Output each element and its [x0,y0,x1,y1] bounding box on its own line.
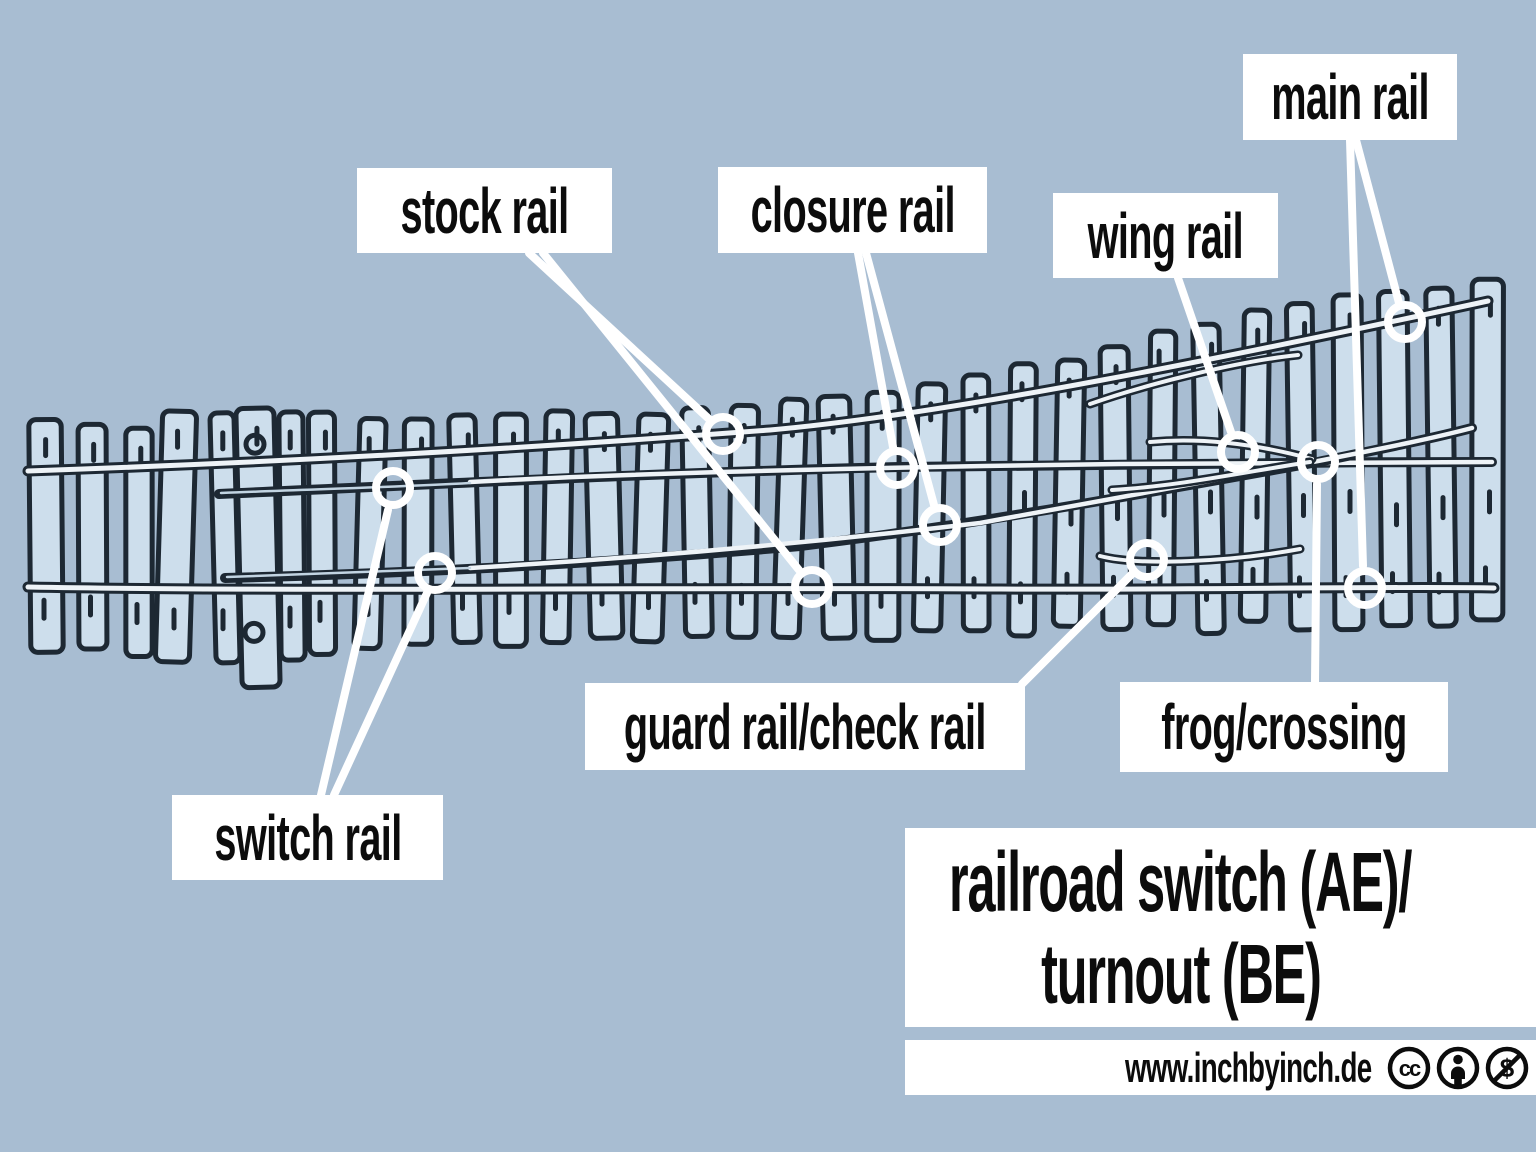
ring-switch-rail-bottom [414,552,456,594]
cc-icon: cc [1387,1046,1431,1089]
ring-frog-crossing [1297,441,1339,483]
sleeper [153,408,199,665]
sleeper [233,405,283,691]
switch-tie-hole [242,620,266,644]
label-frog-crossing-text: frog/crossing [1161,691,1407,763]
ring-guard-rail [1126,539,1168,581]
wing-rail-upper-core [1148,438,1314,461]
leader-stock-rail-top [525,249,713,423]
callout-rings [372,301,1426,609]
sleeper [123,425,155,660]
sleeper [960,372,992,634]
label-main-rail-text: main rail [1271,61,1429,133]
sleeper [26,416,66,655]
label-switch-rail-text: switch rail [213,801,402,874]
inner-rail-straight-core [467,459,1495,485]
leader-main-rail-bottom [1346,136,1367,570]
title-plate: railroad switch (AE)/ turnout (BE) [905,828,1536,1027]
ring-wing-rail [1217,431,1259,473]
leader-closure-rail-bottom [862,249,938,509]
ring-closure-rail-bottom [919,504,961,546]
ring-stock-rail-bottom [791,566,833,608]
label-closure-rail-text: closure rail [750,174,955,246]
label-guard-rail: guard rail/check rail [585,683,1025,770]
label-closure-rail: closure rail [718,167,987,253]
wing-rail-lower-core [1110,460,1312,492]
switch-blade-top [219,481,472,495]
website-url: www.inchbyinch.de [1124,1043,1371,1091]
sleeper [276,409,308,663]
label-guard-rail-text: guard rail/check rail [624,690,987,763]
page-title-line1: railroad switch (AE)/ [949,834,1412,929]
leader-closure-rail-top [854,249,897,451]
label-main-rail: main rail [1243,54,1457,140]
leader-frog-crossing [1311,480,1321,686]
noncommercial-icon: $ [1485,1046,1529,1089]
leader-stock-rail-bottom [539,249,803,574]
sleeper [582,410,626,641]
callout-lines [317,136,1403,799]
leader-guard-rail [1018,570,1136,688]
label-wing-rail-text: wing rail [1087,199,1244,272]
ring-main-rail-top [1384,301,1426,343]
switch-blade-bottom [225,566,472,579]
label-stock-rail: stock rail [357,168,612,253]
ring-stock-rail-top [702,413,744,455]
footer-plate: www.inchbyinch.de cc $ [905,1040,1536,1095]
ring-closure-rail-top [876,447,918,489]
inner-rail-diverging-core [467,425,1475,571]
sleeper [1145,328,1179,628]
check-rail-diverging-core [1088,353,1300,406]
ring-switch-rail-top [372,467,414,509]
ring-main-rail-bottom [1344,567,1386,609]
sleeper [1469,276,1506,623]
label-stock-rail-text: stock rail [400,174,569,247]
label-wing-rail: wing rail [1053,193,1278,278]
switch-tie-hole [243,432,267,456]
leader-switch-rail-bottom [330,589,431,799]
page-title-line2: turnout (BE) [1040,926,1322,1021]
leader-wing-rail [1174,274,1235,436]
svg-text:cc: cc [1399,1056,1421,1081]
attribution-icon [1436,1046,1480,1089]
bottom-stock-rail-core [25,584,1497,592]
check-rail-straight-core [1098,547,1302,564]
label-switch-rail: switch rail [172,795,443,880]
top-stock-rail-core [25,298,1491,474]
sleeper [1050,357,1088,629]
leader-switch-rail-top [317,506,392,799]
label-frog-crossing: frog/crossing [1120,682,1448,772]
leader-main-rail-top [1352,136,1403,307]
